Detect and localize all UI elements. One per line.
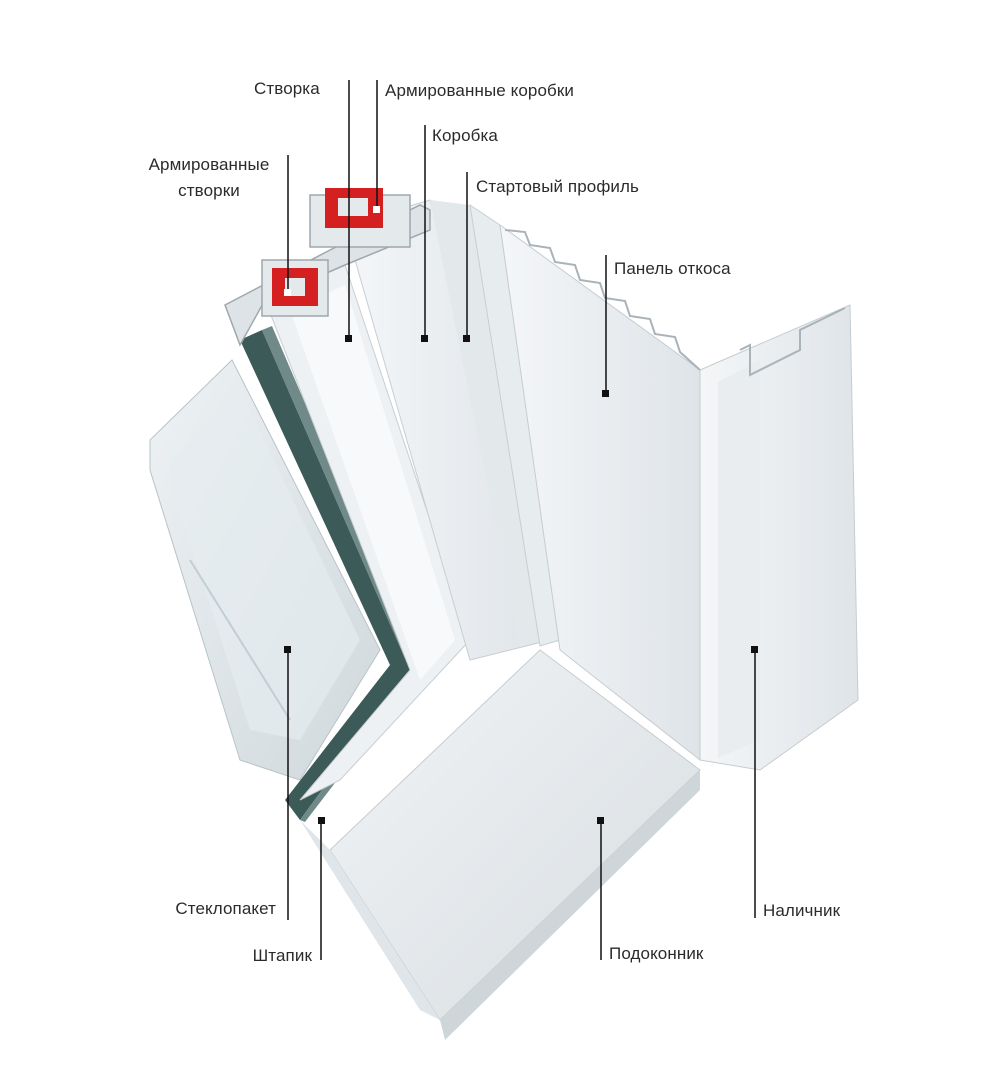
label-shtapik: Штапик [200, 946, 312, 966]
label-panel-otkosa: Панель откоса [614, 259, 731, 279]
label-startovyj-profil: Стартовый профиль [476, 177, 639, 197]
label-armirovannye-stvorki-line1: Армированные [138, 155, 280, 175]
label-armirovannye-stvorki-line2: створки [138, 181, 280, 201]
label-armirovannye-stvorki: Армированные створки [138, 155, 280, 201]
label-nalichnik: Наличник [763, 901, 840, 921]
label-korobka: Коробка [432, 126, 498, 146]
label-stvorka: Створка [254, 79, 320, 99]
label-armirovannye-korobki: Армированные коробки [385, 81, 574, 101]
label-steklopaket: Стеклопакет [120, 899, 276, 919]
architrave-shape [700, 305, 858, 770]
label-podokonnik: Подоконник [609, 944, 703, 964]
